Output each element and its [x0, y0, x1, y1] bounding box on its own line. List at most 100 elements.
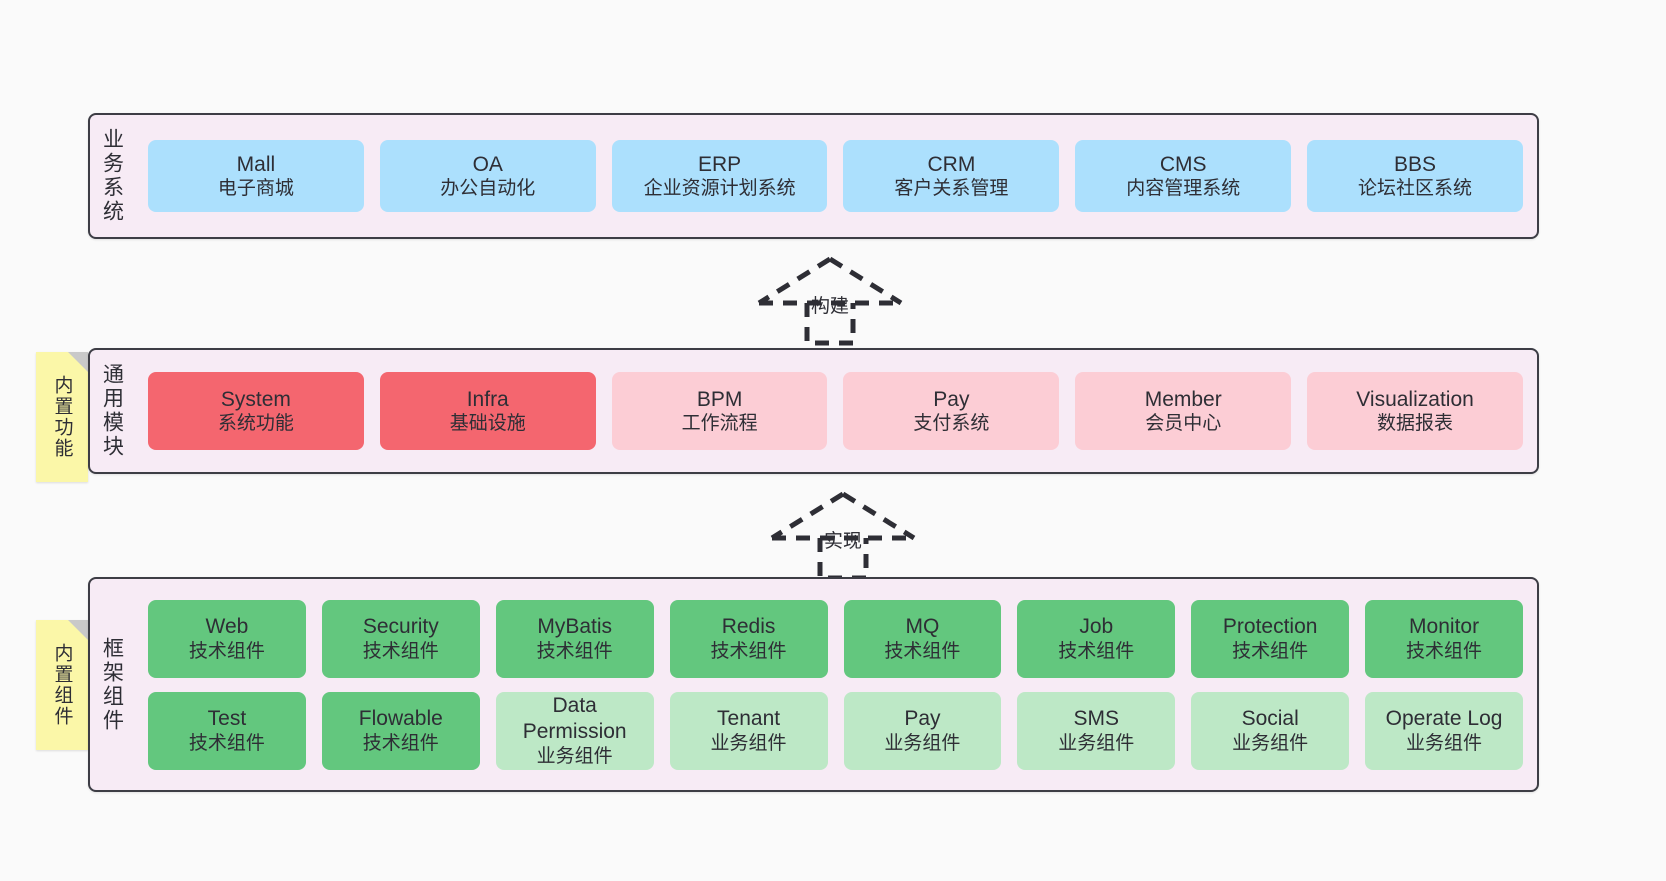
- card-title: Flowable: [358, 707, 443, 731]
- card-subtitle: 工作流程: [681, 413, 758, 435]
- card-title: Monitor: [1409, 615, 1480, 639]
- card-title: BPM: [696, 387, 743, 411]
- card-mq[interactable]: MQ 技术组件: [843, 599, 1002, 678]
- card-test[interactable]: Test 技术组件: [148, 691, 306, 770]
- card-subtitle: 办公自动化: [440, 178, 536, 200]
- card-bpm[interactable]: BPM 工作流程: [611, 372, 828, 450]
- card-infra[interactable]: Infra 基础设施: [379, 372, 596, 450]
- card-subtitle: 技术组件: [1406, 640, 1483, 662]
- card-subtitle: 技术组件: [362, 640, 439, 662]
- layer-framework-components: 框架组件 Web 技术组件 Security 技术组件 MyBatis 技术组件…: [88, 577, 1539, 792]
- arrow-label-build: 构建: [810, 296, 850, 317]
- card-subtitle: 业务组件: [884, 732, 961, 754]
- card-subtitle: 业务组件: [1406, 732, 1483, 754]
- card-title: Pay: [904, 707, 941, 731]
- card-web[interactable]: Web 技术组件: [148, 599, 306, 678]
- folded-corner-icon: [68, 352, 88, 372]
- card-subtitle: 技术组件: [362, 732, 439, 754]
- sticky-note-builtin-features: 内置功能: [36, 352, 88, 482]
- card-title: Member: [1144, 387, 1222, 411]
- card-title: Mall: [236, 152, 276, 176]
- dashed-generalization-arrow-icon: [757, 256, 903, 346]
- card-system[interactable]: System 系统功能: [148, 372, 364, 450]
- card-list-business: Mall 电子商城 OA 办公自动化 ERP 企业资源计划系统 CRM 客户关系…: [134, 115, 1537, 237]
- card-crm[interactable]: CRM 客户关系管理: [843, 140, 1060, 212]
- card-visualization[interactable]: Visualization 数据报表: [1307, 372, 1523, 450]
- card-title: SMS: [1073, 707, 1120, 731]
- card-title: MyBatis: [537, 615, 613, 639]
- card-security[interactable]: Security 技术组件: [321, 599, 480, 678]
- card-subtitle: 内容管理系统: [1126, 178, 1241, 200]
- card-operate-log[interactable]: Operate Log 业务组件: [1365, 691, 1523, 770]
- card-title: Redis: [721, 615, 776, 639]
- card-redis[interactable]: Redis 技术组件: [669, 599, 828, 678]
- card-title: Test: [207, 707, 247, 731]
- arrow-implement: 实现: [768, 490, 918, 581]
- card-flowable[interactable]: Flowable 技术组件: [321, 691, 480, 770]
- card-subtitle: 业务组件: [1058, 732, 1135, 754]
- card-job[interactable]: Job 技术组件: [1017, 599, 1176, 678]
- card-title: ERP: [697, 152, 742, 176]
- card-subtitle: 技术组件: [1232, 640, 1309, 662]
- card-sms[interactable]: SMS 业务组件: [1017, 691, 1176, 770]
- card-subtitle: 电子商城: [217, 178, 294, 200]
- card-title: Tenant: [717, 707, 781, 731]
- card-pay-business[interactable]: Pay 业务组件: [843, 691, 1002, 770]
- layer-business-systems: 业务系统 Mall 电子商城 OA 办公自动化 ERP 企业资源计划系统 CRM…: [88, 113, 1539, 239]
- card-title: Data Permission: [522, 694, 627, 743]
- card-subtitle: 技术组件: [710, 640, 787, 662]
- sticky-note-label: 内置功能: [51, 375, 73, 459]
- card-subtitle: 基础设施: [449, 413, 526, 435]
- dashed-generalization-arrow-icon: [770, 491, 916, 581]
- card-title: System: [220, 387, 291, 411]
- card-subtitle: 支付系统: [913, 413, 990, 435]
- card-erp[interactable]: ERP 企业资源计划系统: [611, 140, 828, 212]
- card-mall[interactable]: Mall 电子商城: [148, 140, 364, 212]
- card-tenant[interactable]: Tenant 业务组件: [669, 691, 828, 770]
- layer-title-common: 通用模块: [100, 363, 124, 459]
- card-subtitle: 企业资源计划系统: [643, 178, 796, 200]
- card-title: Operate Log: [1385, 707, 1503, 731]
- card-subtitle: 业务组件: [710, 732, 787, 754]
- card-data-permission[interactable]: Data Permission 业务组件: [495, 691, 654, 770]
- arrow-label-implement: 实现: [823, 531, 863, 552]
- arrow-build: 构建: [755, 255, 905, 346]
- card-oa[interactable]: OA 办公自动化: [379, 140, 596, 212]
- card-title: Job: [1079, 615, 1114, 639]
- card-subtitle: 业务组件: [536, 745, 613, 767]
- card-subtitle: 客户关系管理: [894, 178, 1009, 200]
- card-subtitle: 会员中心: [1145, 413, 1222, 435]
- card-protection[interactable]: Protection 技术组件: [1191, 599, 1350, 678]
- card-list-common: System 系统功能 Infra 基础设施 BPM 工作流程 Pay 支付系统…: [134, 350, 1537, 472]
- card-title: Pay: [933, 387, 970, 411]
- card-subtitle: 系统功能: [217, 413, 294, 435]
- card-title: Web: [205, 615, 249, 639]
- sticky-note-label: 内置组件: [51, 643, 73, 727]
- folded-corner-icon: [68, 620, 88, 640]
- layer-common-modules: 通用模块 System 系统功能 Infra 基础设施 BPM 工作流程 Pay…: [88, 348, 1539, 474]
- card-subtitle: 技术组件: [188, 732, 265, 754]
- card-social[interactable]: Social 业务组件: [1191, 691, 1350, 770]
- card-title: Protection: [1222, 615, 1318, 639]
- card-title: Social: [1241, 707, 1299, 731]
- card-subtitle: 技术组件: [1058, 640, 1135, 662]
- card-title: BBS: [1394, 152, 1437, 176]
- card-cms[interactable]: CMS 内容管理系统: [1075, 140, 1292, 212]
- card-subtitle: 论坛社区系统: [1358, 178, 1473, 200]
- card-pay[interactable]: Pay 支付系统: [843, 372, 1060, 450]
- card-mybatis[interactable]: MyBatis 技术组件: [495, 599, 654, 678]
- card-subtitle: 业务组件: [1232, 732, 1309, 754]
- card-subtitle: 数据报表: [1377, 413, 1454, 435]
- card-title: OA: [472, 152, 503, 176]
- card-monitor[interactable]: Monitor 技术组件: [1365, 599, 1523, 678]
- card-bbs[interactable]: BBS 论坛社区系统: [1307, 140, 1523, 212]
- card-subtitle: 技术组件: [884, 640, 961, 662]
- card-title: Security: [362, 615, 439, 639]
- card-title: CMS: [1159, 152, 1207, 176]
- card-title: Visualization: [1356, 387, 1474, 411]
- card-subtitle: 技术组件: [188, 640, 265, 662]
- card-list-framework: Web 技术组件 Security 技术组件 MyBatis 技术组件 Redi…: [134, 579, 1537, 790]
- sticky-note-builtin-components: 内置组件: [36, 620, 88, 750]
- layer-title-business: 业务系统: [100, 128, 124, 224]
- card-member[interactable]: Member 会员中心: [1075, 372, 1292, 450]
